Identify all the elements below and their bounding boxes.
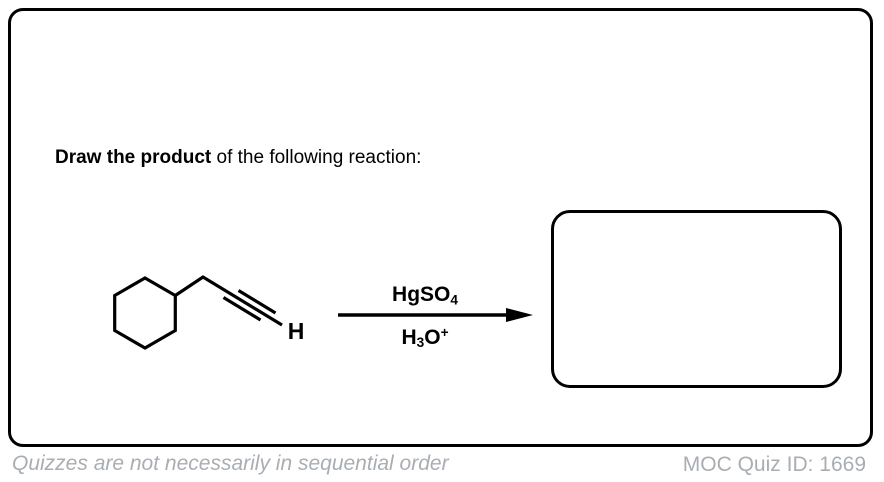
question-prompt-bold: Draw the product bbox=[55, 147, 212, 168]
answer-box[interactable] bbox=[551, 210, 842, 388]
reagent-hgso4: HgSO4 bbox=[330, 283, 520, 307]
question-prompt-rest: of the following reaction: bbox=[211, 147, 422, 168]
reagent-hgso4-subscript: 4 bbox=[450, 292, 458, 308]
quiz-id: MOC Quiz ID: 1669 bbox=[682, 453, 866, 476]
question-prompt: Draw the product of the following reacti… bbox=[55, 145, 421, 170]
reagent-hgso4-base: HgSO bbox=[392, 283, 451, 306]
footer-note: Quizzes are not necessarily in sequentia… bbox=[12, 452, 449, 475]
reagent-h3o-o: O bbox=[424, 325, 441, 349]
reagent-h3o-h: H bbox=[401, 325, 417, 349]
reagent-h3o-subscript: 3 bbox=[416, 335, 425, 351]
reagent-h3o-plus: H3O+ bbox=[330, 325, 520, 350]
reagent-h3o-charge: + bbox=[440, 325, 449, 340]
